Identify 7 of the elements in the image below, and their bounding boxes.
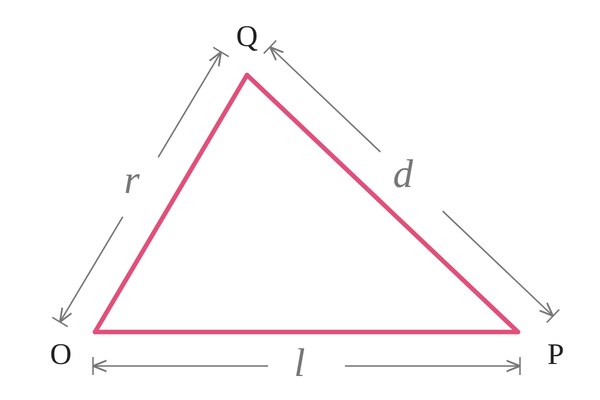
dimension-label: d [393, 154, 413, 194]
vertex-label: O [50, 332, 95, 370]
vertex-label: P [518, 332, 564, 370]
triangle-side [92, 330, 520, 334]
dimension-label: l [294, 343, 306, 383]
vertex-label: Q [229, 22, 265, 75]
dimension-label: r [124, 160, 140, 200]
